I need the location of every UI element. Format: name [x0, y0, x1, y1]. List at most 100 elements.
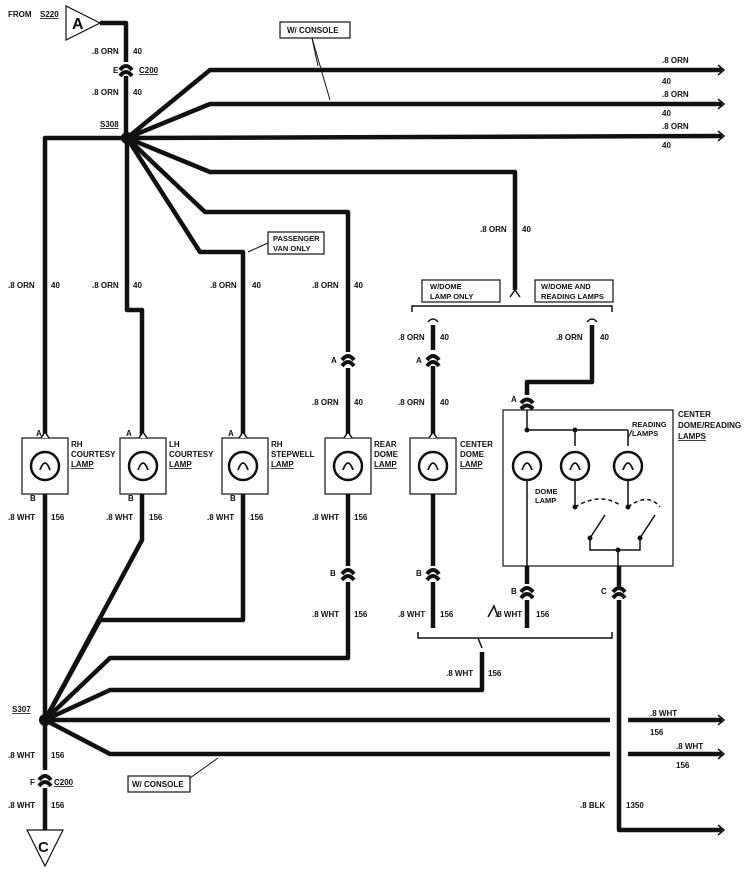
wire-orn-circuit: 40 — [133, 281, 142, 290]
wire-wht-label: .8 WHT — [676, 742, 703, 751]
wire-wht-label: .8 WHT — [8, 801, 35, 810]
wire-rear-dome-wht-2 — [43, 582, 351, 722]
wire-orn-label: .8 ORN — [662, 90, 689, 99]
conn-assy-c-2 — [611, 592, 627, 600]
dome-lamp-2: LAMP — [535, 496, 556, 505]
wire-blk-label: .8 BLK — [580, 801, 606, 810]
note-dome-reading-1: W/DOME AND — [541, 282, 591, 291]
c200-lower-pin: F — [30, 778, 35, 787]
leader-passenger-van — [247, 242, 269, 253]
wire-wht-circuit: 156 — [250, 513, 264, 522]
wire-orn-label: .8 ORN — [556, 333, 583, 342]
arrow-out-1 — [717, 64, 726, 76]
bracket-options-top — [411, 305, 613, 312]
wire-from-s220 — [100, 20, 129, 138]
lamp-rh-stepwell-3: LAMP — [271, 460, 294, 469]
lamp-center-dome-3: LAMP — [460, 460, 483, 469]
note-passenger-van-2: VAN ONLY — [273, 244, 311, 253]
lamp-lh-courtesy-3: LAMP — [169, 460, 192, 469]
wire-wht-label: .8 WHT — [446, 669, 473, 678]
wire-wht-label: .8 WHT — [398, 610, 425, 619]
pin-c: C — [601, 587, 607, 596]
conn-rear-dome-b-2 — [340, 574, 356, 582]
wire-wht-label: .8 WHT — [312, 610, 339, 619]
wire-orn-circuit: 40 — [440, 398, 449, 407]
branch-tip — [509, 288, 521, 298]
conn-rear-dome-b-1 — [340, 568, 356, 576]
wire-rh-courtesy-orn — [42, 135, 127, 440]
assy-node-1 — [524, 427, 530, 433]
note-dome-only-box — [421, 279, 501, 303]
wire-wht-label: .8 WHT — [207, 513, 234, 522]
wire-orn-label: .8 ORN — [312, 398, 339, 407]
c200-lower-cap-top — [37, 774, 53, 782]
pin-b: B — [330, 569, 336, 578]
reading-lamps-1: READING — [632, 420, 667, 429]
wire-wht-label: .8 WHT — [106, 513, 133, 522]
conn-center-dome-a-1 — [425, 354, 441, 362]
conn-assy-b-1 — [519, 586, 535, 594]
center-dome-reading-box — [502, 409, 674, 567]
wire-wht-circuit: 156 — [149, 513, 163, 522]
leader-console-bottom — [189, 757, 219, 779]
conn-assy-a-2 — [519, 403, 535, 411]
tick-assy-b — [487, 604, 499, 618]
wire-wht-circuit: 156 — [488, 669, 502, 678]
wire-orn-circuit: 40 — [522, 225, 531, 234]
wire-orn-out-3 — [126, 133, 723, 141]
conn-assy-a-1 — [519, 397, 535, 405]
conn-rear-dome-a-2 — [340, 360, 356, 368]
reading-lamp-1-bulb — [559, 450, 591, 482]
pin-b: B — [416, 569, 422, 578]
note-passenger-van-1: PASSENGER — [273, 234, 320, 243]
wire-reading-orn — [524, 325, 595, 395]
wire-center-wht-return — [44, 652, 485, 723]
wire-orn-label: .8 ORN — [8, 281, 35, 290]
wire-orn-circuit: 40 — [51, 281, 60, 290]
wire-wht-circuit: 156 — [676, 761, 690, 770]
bracket-options-bottom — [417, 632, 613, 639]
wire-orn-center — [126, 135, 518, 290]
wire-orn-circuit: 40 — [252, 281, 261, 290]
center-dome-lamp — [409, 430, 457, 495]
c200-upper-cap-bottom — [118, 70, 134, 78]
reading-lamp-2-bulb — [612, 450, 644, 482]
rh-courtesy-lamp — [21, 430, 69, 495]
note-console-top: W/ CONSOLE — [287, 26, 339, 35]
wire-orn-circuit: 40 — [600, 333, 609, 342]
wire-lh-courtesy-orn — [124, 138, 145, 440]
wire-wht-circuit: 156 — [440, 610, 454, 619]
note-dome-only-1: W/DOME — [430, 282, 462, 291]
wire-lh-courtesy-wht — [43, 494, 145, 722]
lamp-rear-dome-3: LAMP — [374, 460, 397, 469]
assy-reading-feeds — [574, 430, 629, 446]
pin-a: A — [36, 429, 42, 438]
pin-b: B — [511, 587, 517, 596]
wire-orn-circuit: 40 — [133, 47, 142, 56]
c200-lower-cap-bottom — [37, 780, 53, 788]
wire-wht-label: .8 WHT — [312, 513, 339, 522]
reading-switch-feeds — [574, 480, 629, 507]
lamp-rh-stepwell-1: RH — [271, 440, 283, 449]
arrow-wht-1 — [717, 714, 726, 726]
cap-reading-top — [586, 318, 598, 323]
conn-center-dome-b-2 — [425, 574, 441, 582]
wire-wht-label: .8 WHT — [8, 751, 35, 760]
lamp-lh-courtesy-1: LH — [169, 440, 180, 449]
lamp-lh-courtesy-2: COURTESY — [169, 450, 214, 459]
wire-stepwell-orn — [125, 136, 246, 440]
wire-orn-label: .8 ORN — [92, 47, 119, 56]
switch-ground-node — [615, 547, 621, 553]
wire-orn-label: .8 ORN — [480, 225, 507, 234]
lamp-rear-dome-1: REAR — [374, 440, 397, 449]
wire-orn-circuit: 40 — [354, 398, 363, 407]
note-dome-reading-box — [534, 279, 614, 303]
wire-orn-out-2 — [126, 101, 722, 141]
note-console-bottom: W/ CONSOLE — [132, 780, 184, 789]
reading-lamps-2: LAMPS — [632, 429, 658, 438]
wire-orn-circuit: 40 — [662, 109, 671, 118]
from-ref-s220: S220 — [40, 10, 59, 19]
lamp-dome-reading-1: CENTER — [678, 410, 711, 419]
conn-rear-dome-a-1 — [340, 354, 356, 362]
rear-dome-lamp — [324, 430, 372, 495]
